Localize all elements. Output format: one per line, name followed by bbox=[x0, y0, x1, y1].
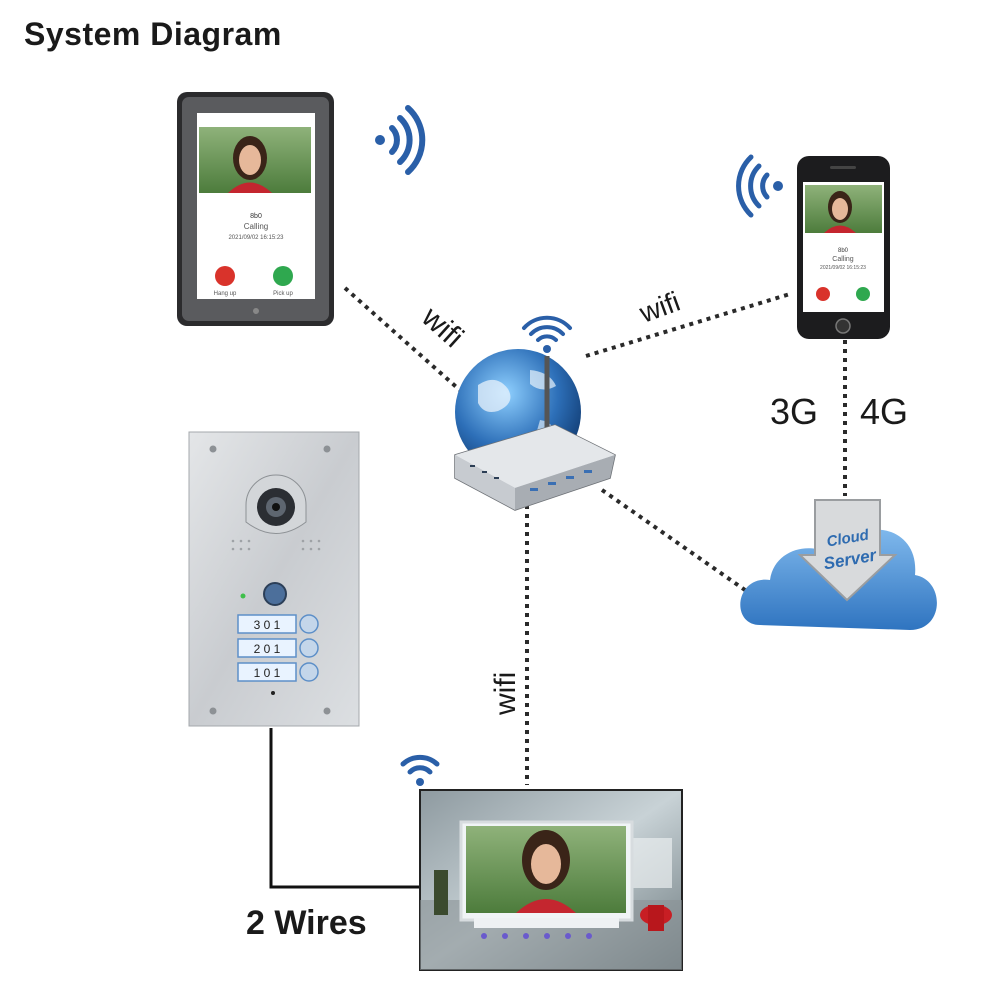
cloud-icon: Cloud Server bbox=[740, 499, 937, 630]
phone-router-link bbox=[585, 292, 791, 358]
hang-up-button[interactable] bbox=[215, 266, 235, 286]
call-button-301[interactable] bbox=[299, 614, 319, 634]
smartphone: 8b0 Calling 2021/09/02 16:15:23 bbox=[797, 156, 890, 339]
tablet-caller-name: 8b0 bbox=[250, 213, 262, 220]
two-wire-link bbox=[269, 728, 420, 889]
phone-wifi-label: wifi bbox=[635, 286, 685, 329]
hang-up-label: Hang up bbox=[214, 291, 237, 297]
page-title: System Diagram bbox=[24, 16, 282, 52]
tablet-wifi-label: wifi bbox=[415, 300, 470, 354]
cellular-3g-label: 3G bbox=[770, 391, 818, 432]
connection-lines bbox=[343, 286, 847, 785]
router-icon bbox=[454, 356, 616, 511]
call-button-label-101: 1 0 1 bbox=[254, 666, 281, 680]
pick-up-button[interactable] bbox=[273, 266, 293, 286]
router-cloud-link bbox=[600, 488, 747, 592]
indoor-tablet: 8b0 Calling 2021/09/02 16:15:23 Hang up … bbox=[177, 92, 334, 326]
door-station: 3 0 1 2 0 1 1 0 1 bbox=[188, 431, 360, 727]
phone-call-time: 2021/09/02 16:15:23 bbox=[820, 265, 866, 271]
wifi-signal-icon bbox=[400, 754, 440, 786]
tablet-call-status: Calling bbox=[244, 222, 268, 231]
camera-icon bbox=[245, 474, 307, 534]
wifi-signal-icon bbox=[522, 315, 572, 353]
tablet-call-time: 2021/09/02 16:15:23 bbox=[228, 235, 284, 241]
card-reader-button[interactable] bbox=[263, 582, 287, 606]
indoor-monitor bbox=[419, 789, 683, 971]
monitor-wifi-label: wifi bbox=[489, 672, 522, 716]
phone-pick-up-button[interactable] bbox=[856, 287, 870, 301]
call-button-201[interactable] bbox=[299, 638, 319, 658]
phone-call-status: Calling bbox=[832, 256, 854, 263]
call-button-label-201: 2 0 1 bbox=[254, 642, 281, 656]
call-buttons: 3 0 1 2 0 1 1 0 1 bbox=[237, 614, 319, 682]
wifi-signal-icon bbox=[375, 105, 426, 175]
cellular-4g-label: 4G bbox=[860, 391, 908, 432]
phone-caller-name: 8b0 bbox=[838, 248, 849, 254]
home-button[interactable] bbox=[835, 318, 851, 334]
wifi-signal-icon bbox=[736, 154, 783, 218]
two-wires-label: 2 Wires bbox=[246, 904, 367, 942]
call-button-101[interactable] bbox=[299, 662, 319, 682]
phone-hang-up-button[interactable] bbox=[816, 287, 830, 301]
call-button-label-301: 3 0 1 bbox=[254, 618, 281, 632]
pick-up-label: Pick up bbox=[273, 291, 293, 297]
